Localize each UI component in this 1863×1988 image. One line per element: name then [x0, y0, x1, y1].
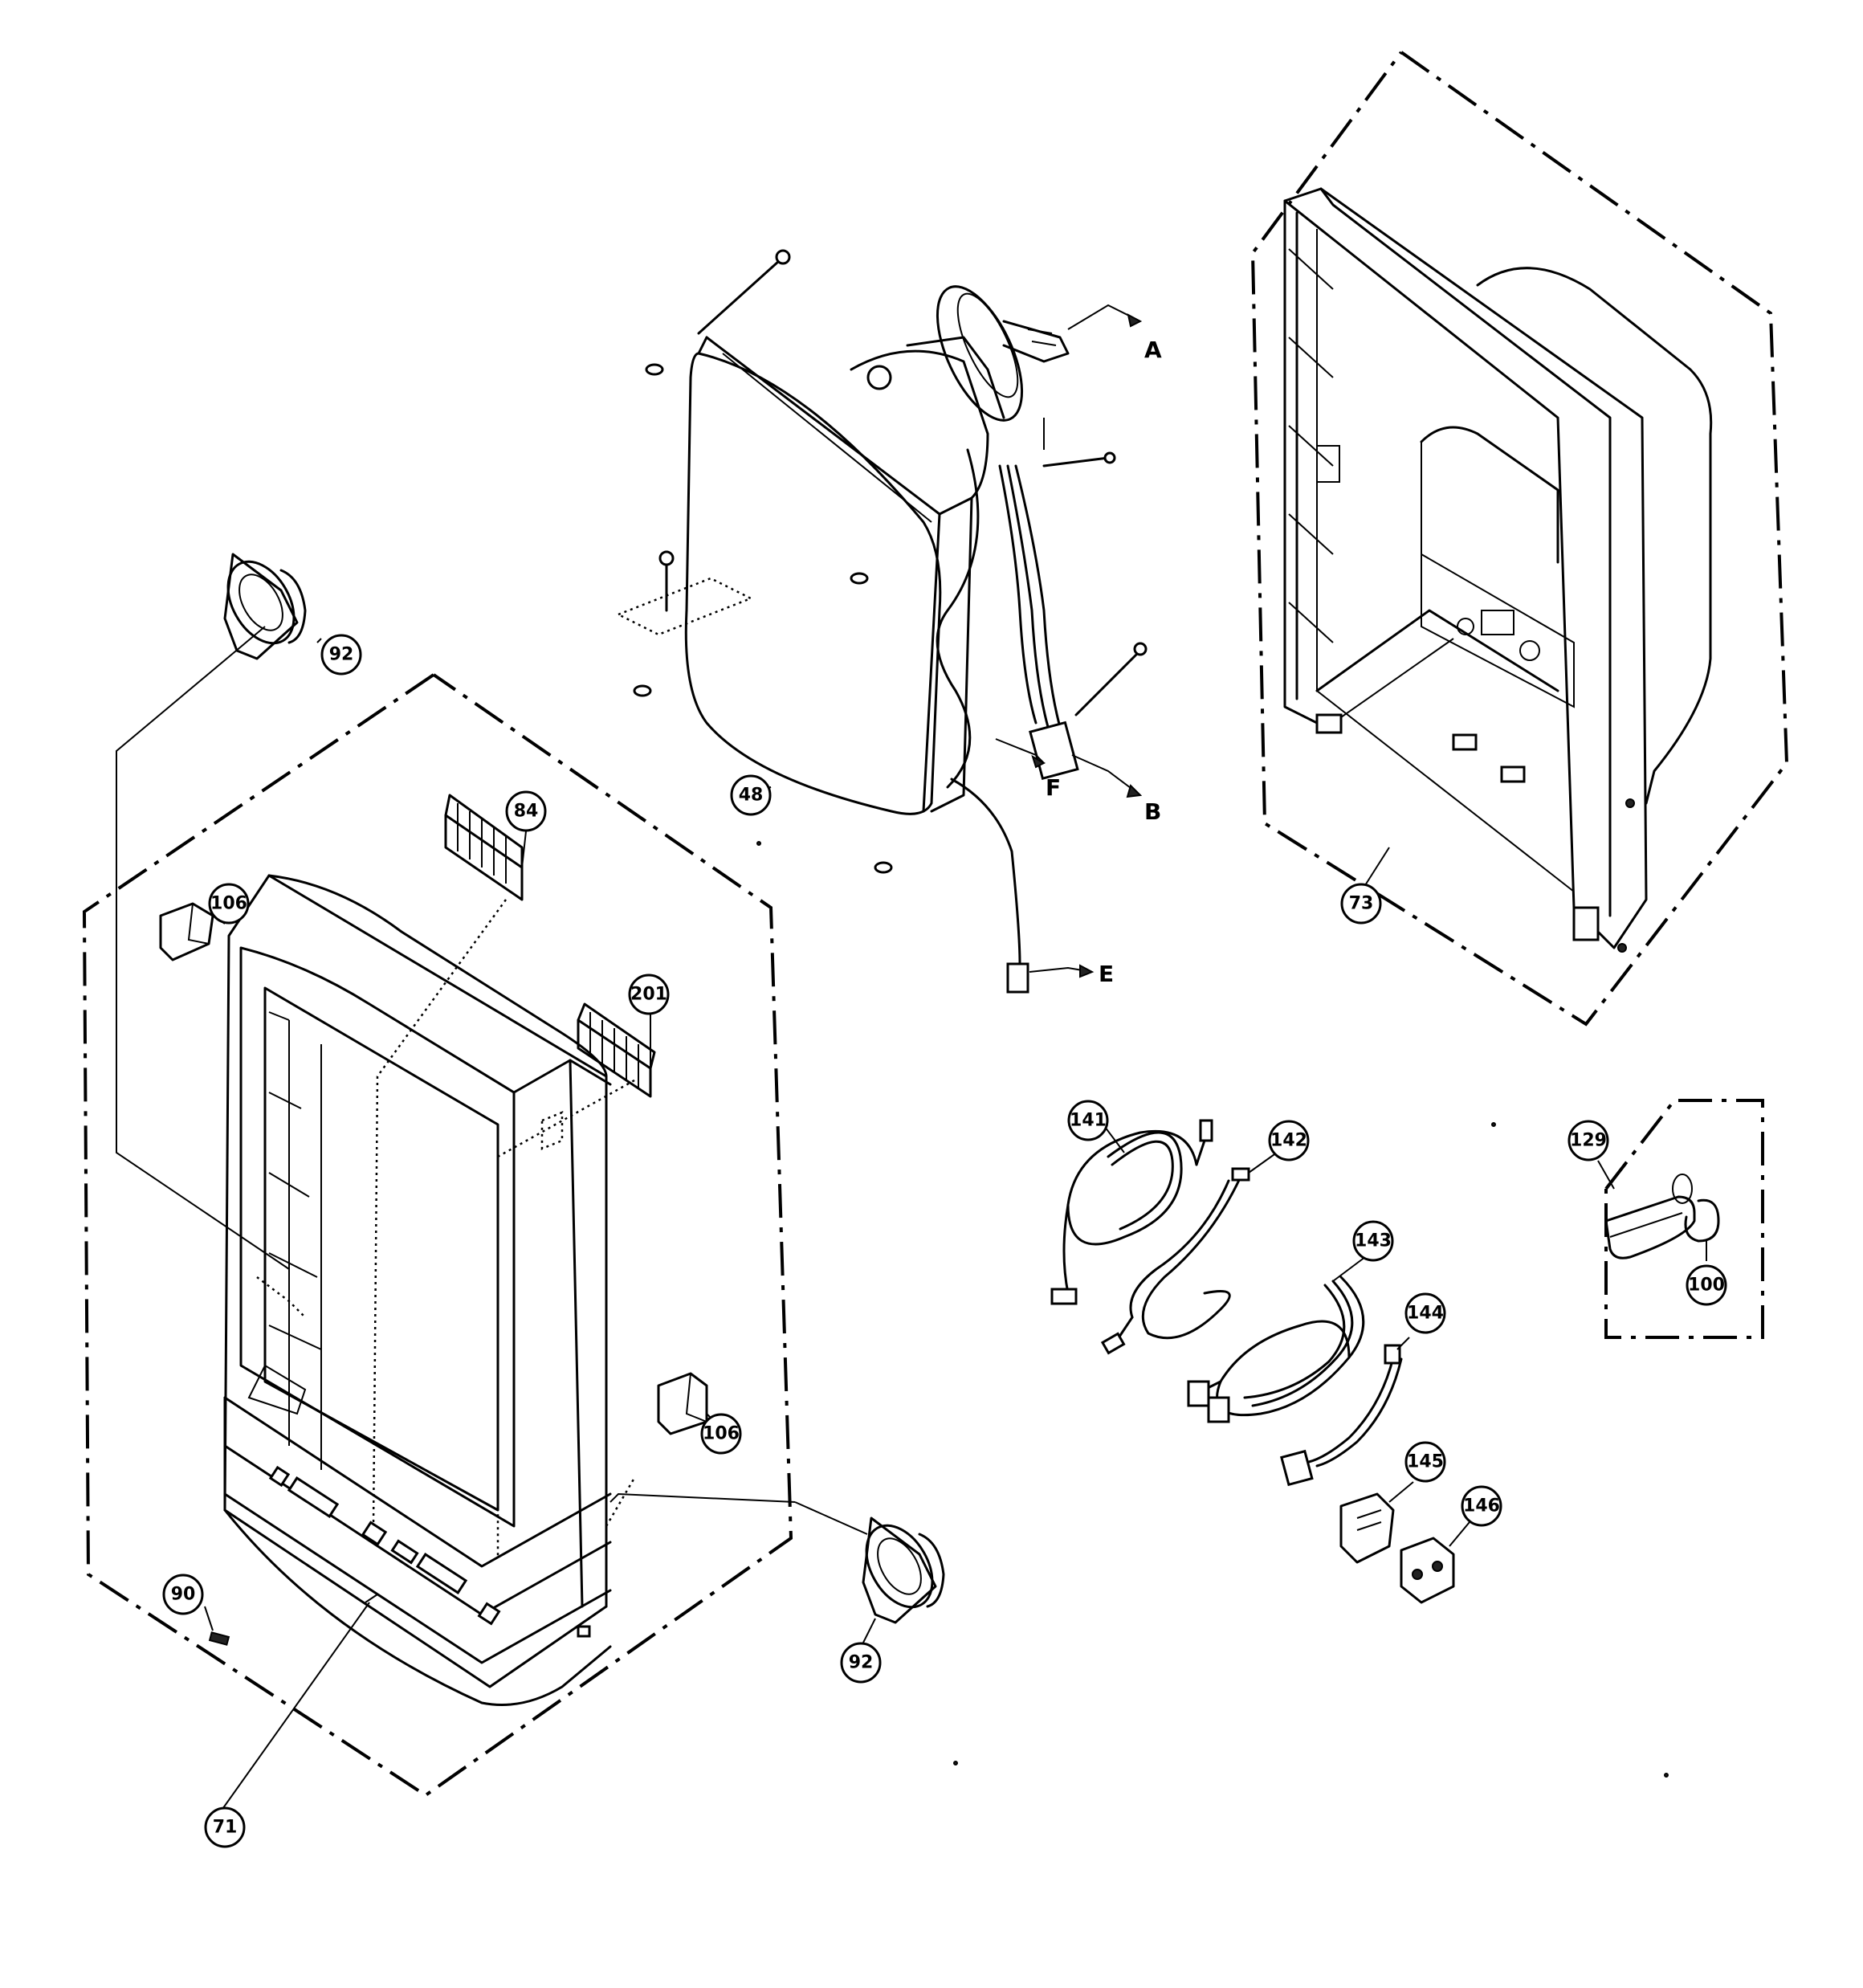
connector-b: B — [1071, 754, 1161, 825]
callout-90: 90 — [162, 1574, 204, 1615]
connector-a-label: A — [1144, 337, 1162, 363]
callout-129-text: 129 — [1570, 1131, 1607, 1151]
callout-92-left: 92 — [316, 634, 362, 676]
callout-106-top: 106 — [208, 883, 250, 925]
callout-146: 146 — [1461, 1485, 1502, 1527]
cable-141 — [1050, 1104, 1213, 1305]
adapter-146 — [1400, 1521, 1470, 1604]
callout-84: 84 — [505, 790, 547, 868]
callout-141-text: 141 — [1070, 1111, 1107, 1131]
button-holder-84 — [444, 794, 524, 901]
callout-106-top-text: 106 — [210, 894, 247, 914]
callout-92-right: 92 — [840, 1618, 882, 1684]
remote-control-group — [1597, 1099, 1764, 1339]
callout-201: 201 — [628, 974, 670, 1068]
connector-f: F — [995, 738, 1061, 801]
callout-143-text: 143 — [1355, 1231, 1392, 1251]
callout-106-right-text: 106 — [703, 1424, 740, 1444]
callout-71-text: 71 — [213, 1818, 238, 1838]
bracket-106-top — [159, 902, 214, 961]
callout-201-text: 201 — [630, 985, 667, 1005]
connector-e: E — [1029, 961, 1114, 987]
button-holder-201 — [577, 1002, 656, 1098]
callout-144-text: 144 — [1407, 1304, 1444, 1324]
callout-73-text: 73 — [1349, 894, 1374, 914]
rear-cabinet — [1250, 51, 1789, 1027]
callout-106-right: 106 — [700, 1413, 742, 1455]
callout-71: 71 — [204, 1806, 246, 1848]
callout-143: 143 — [1352, 1220, 1394, 1262]
connector-a: A — [1067, 304, 1162, 363]
callout-142-text: 142 — [1270, 1131, 1307, 1151]
callout-100-text: 100 — [1688, 1276, 1725, 1296]
callout-145: 145 — [1404, 1441, 1446, 1483]
bracket-106-right — [657, 1372, 708, 1435]
callout-129: 129 — [1567, 1120, 1609, 1161]
callout-145-text: 145 — [1407, 1452, 1444, 1472]
cable-144 — [1280, 1337, 1410, 1487]
callout-73: 73 — [1340, 847, 1390, 925]
connector-f-label: F — [1046, 774, 1061, 801]
speaker-left — [223, 553, 307, 660]
callout-48: 48 — [730, 774, 772, 816]
adapter-145 — [1339, 1481, 1414, 1564]
badge-90 — [204, 1606, 230, 1646]
connector-b-label: B — [1144, 798, 1161, 825]
cable-143 — [1187, 1256, 1366, 1423]
callout-141: 141 — [1067, 1100, 1109, 1141]
speaker-right — [862, 1517, 945, 1624]
callout-142: 142 — [1268, 1120, 1310, 1161]
picture-tube: A B F E — [615, 249, 1162, 994]
callout-48-text: 48 — [739, 786, 764, 806]
cable-142 — [1100, 1152, 1278, 1355]
callout-100: 100 — [1686, 1264, 1727, 1306]
callout-90-text: 90 — [171, 1585, 196, 1605]
mount-screws — [633, 249, 1148, 874]
callout-146-text: 146 — [1463, 1496, 1500, 1517]
front-cabinet — [82, 626, 868, 1812]
connector-e-label: E — [1099, 961, 1114, 987]
callout-92-left-text: 92 — [329, 645, 354, 665]
callout-144: 144 — [1404, 1292, 1446, 1334]
callout-84-text: 84 — [514, 802, 539, 822]
callout-92-right-text: 92 — [849, 1653, 874, 1673]
